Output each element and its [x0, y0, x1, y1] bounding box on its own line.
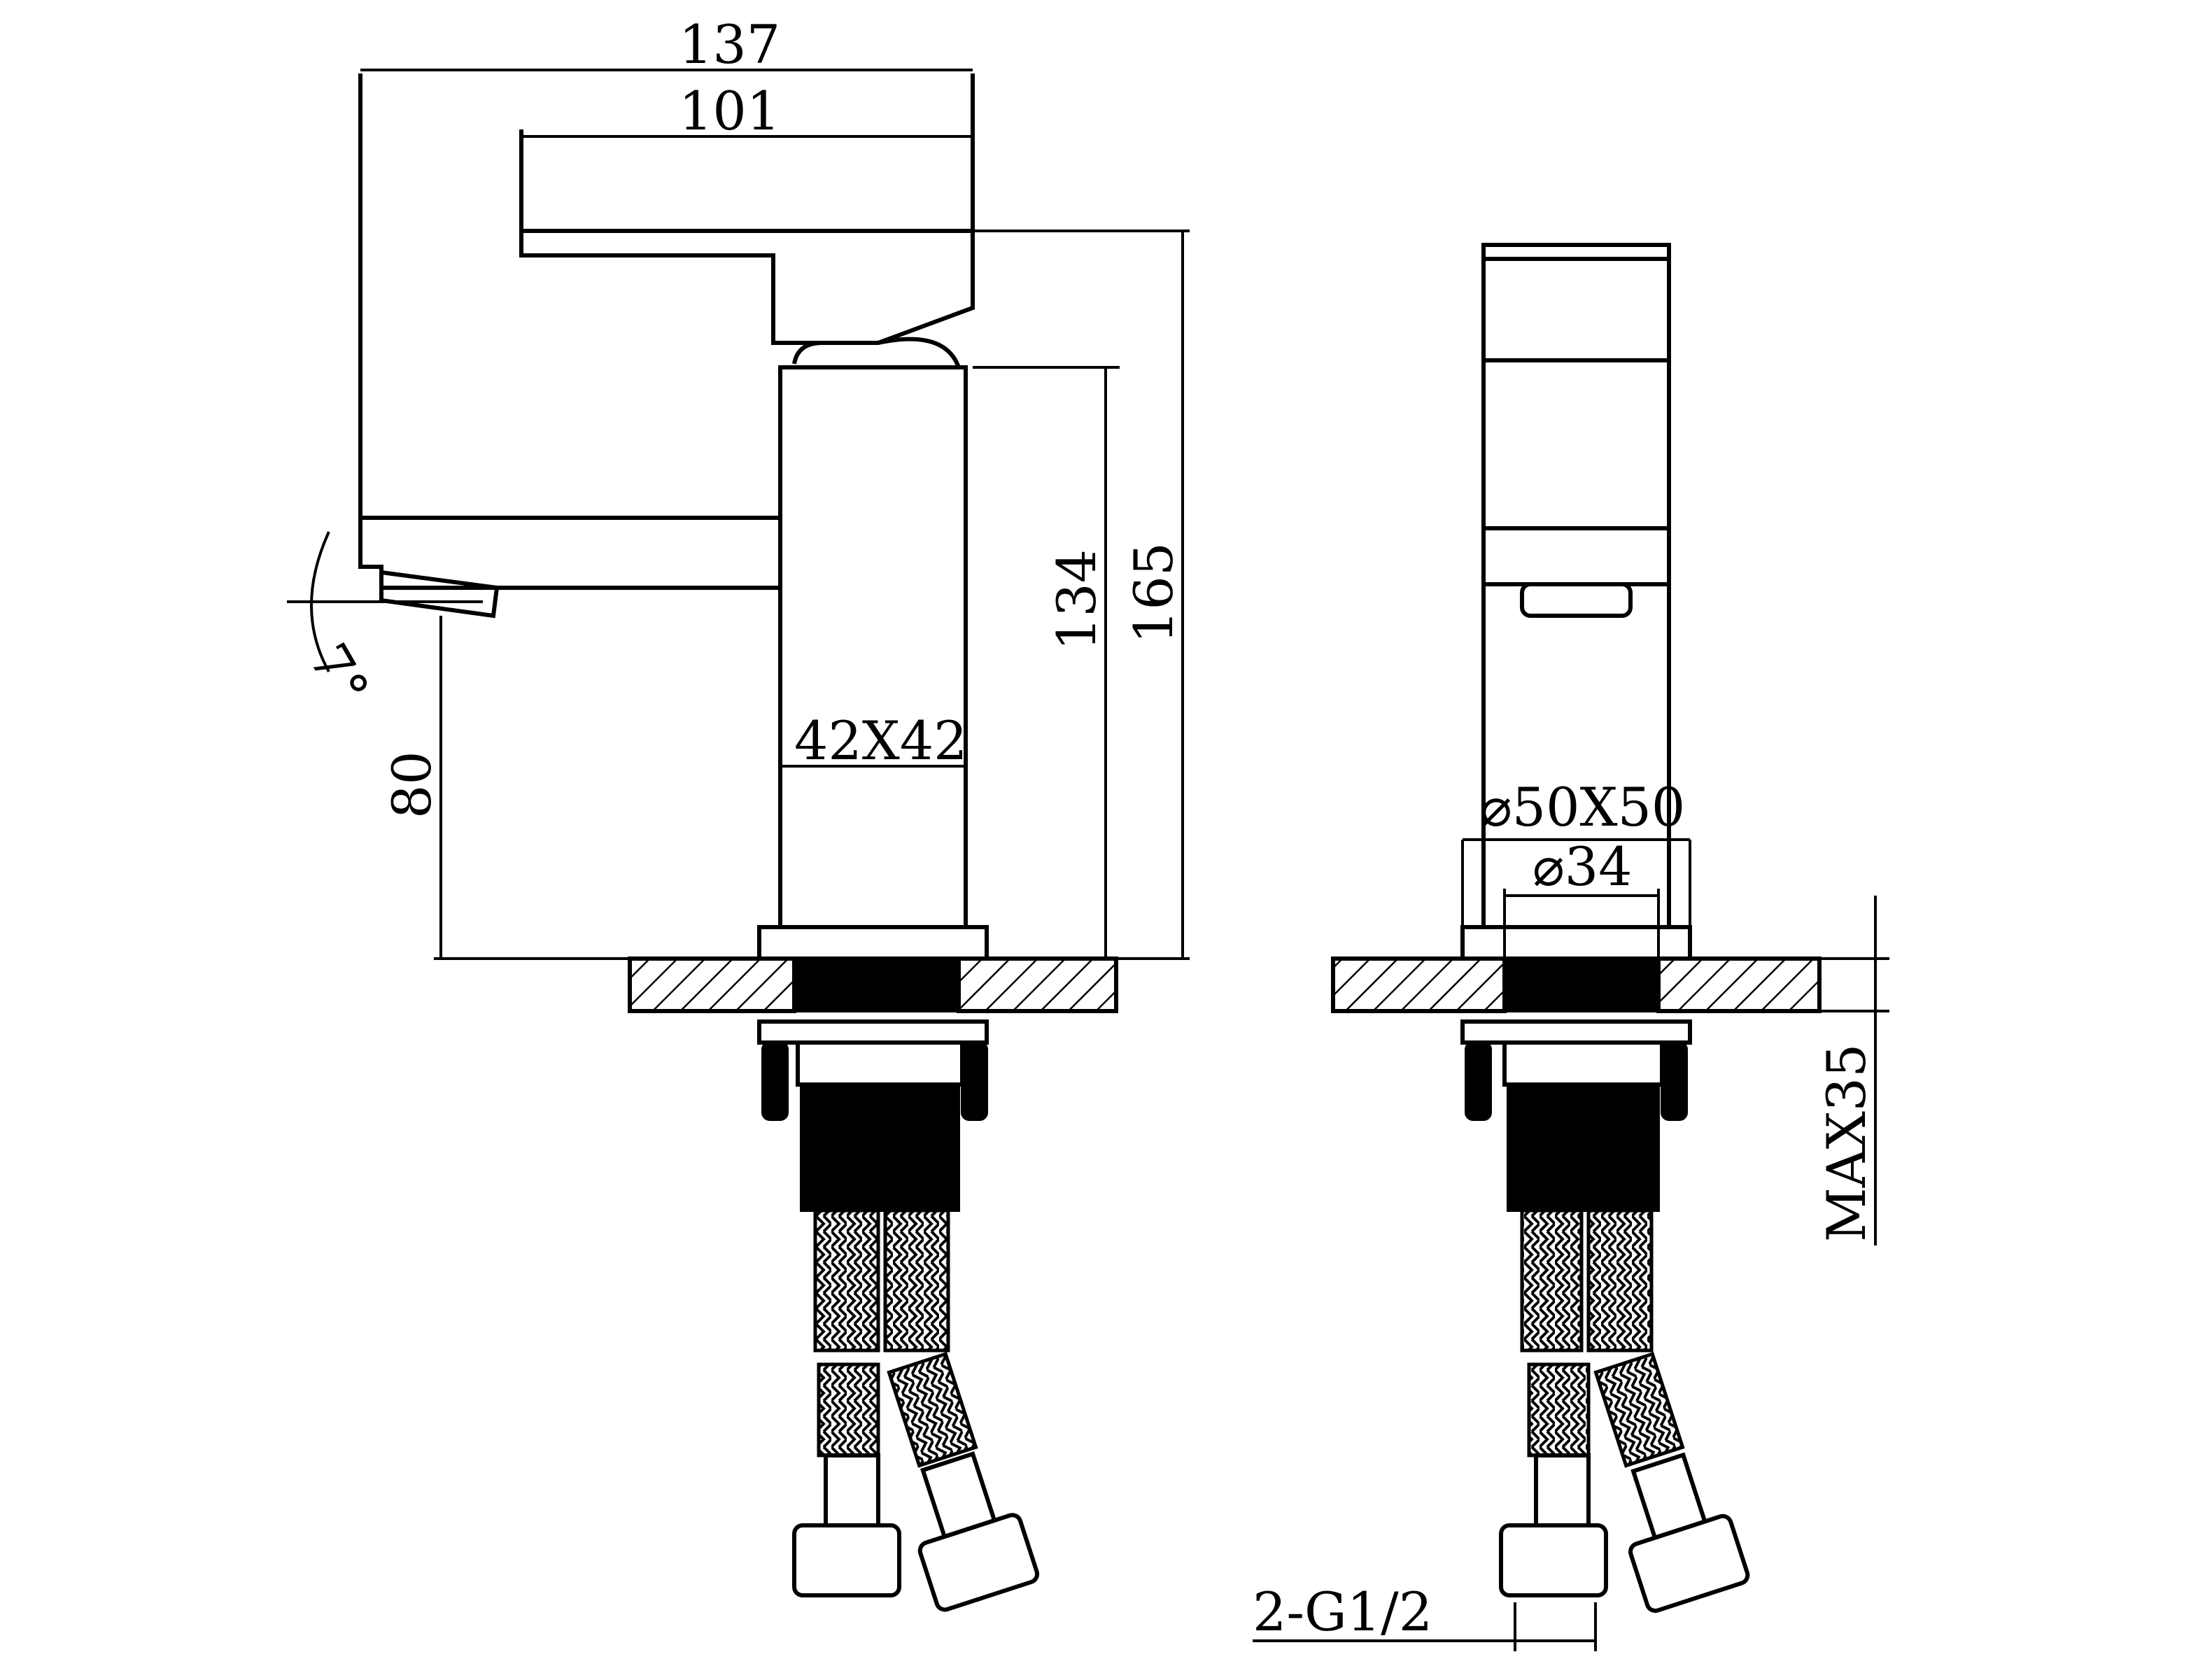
- aerator: [379, 570, 500, 619]
- hex-nut-front-left: [1499, 1523, 1608, 1597]
- dim-spout-angle: 7°: [297, 633, 381, 717]
- handle-body: [519, 231, 975, 345]
- spout-underside: [358, 518, 780, 590]
- dim-overall-length: 137: [679, 13, 780, 76]
- front-dimensions: [1253, 838, 1691, 1651]
- shank-front: [1503, 957, 1660, 1012]
- handle-lever: [519, 73, 975, 233]
- countertop-right: [957, 957, 1118, 1013]
- dim-body-height: 134: [1045, 549, 1108, 651]
- dim-total-height: 165: [1122, 542, 1185, 644]
- countertop-left: [628, 957, 796, 1013]
- threaded-shank: [800, 1083, 960, 1212]
- hose-lower-right: [887, 1351, 978, 1468]
- cartridge-dome: [792, 337, 961, 369]
- base-ring-front: [1460, 925, 1692, 961]
- countertop-front-left: [1331, 957, 1507, 1013]
- washer: [757, 1019, 989, 1045]
- front-view: [1331, 243, 1889, 1614]
- side-view: [358, 73, 1118, 1612]
- aerator-front: [1520, 582, 1633, 618]
- mounting-stud-left: [761, 1041, 789, 1121]
- shank: [793, 957, 960, 1012]
- hose-upper-right: [883, 1208, 950, 1353]
- dim-spout-height: 80: [381, 751, 443, 819]
- handle-front: [1481, 243, 1671, 362]
- fitting-left: [824, 1453, 880, 1527]
- hose-upper-left: [813, 1208, 880, 1353]
- dim-shank-diameter: ⌀34: [1533, 835, 1632, 898]
- hose-lower-left: [817, 1362, 880, 1457]
- countertop-front-right: [1656, 957, 1822, 1013]
- dim-handle-length: 101: [679, 80, 780, 142]
- mounting-stud-right: [961, 1041, 988, 1121]
- hex-nut-right: [917, 1513, 1040, 1612]
- side-dimensions: [287, 69, 1190, 960]
- dim-connection: 2-G1/2: [1253, 1581, 1432, 1643]
- body-column: [778, 365, 968, 929]
- nut: [796, 1040, 964, 1087]
- hex-nut-left: [792, 1523, 901, 1597]
- dim-max-thickness: MAX35: [1815, 1043, 1878, 1242]
- dim-body-section: 42X42: [794, 710, 968, 772]
- dim-base-diameter: ⌀50X50: [1480, 776, 1685, 838]
- base-ring: [757, 925, 989, 961]
- hex-nut-front-right: [1628, 1513, 1750, 1614]
